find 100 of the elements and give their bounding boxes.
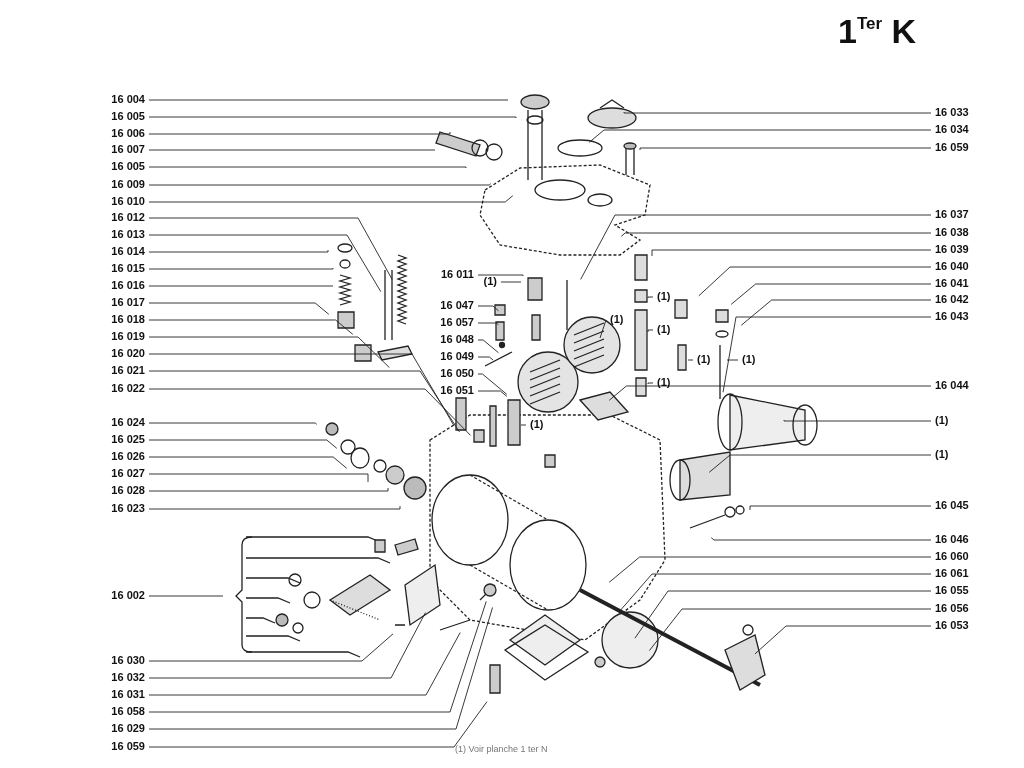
callout-number: 16 045: [935, 499, 969, 512]
callout-number: 16 043: [935, 310, 969, 323]
callout-number: 16 048: [440, 333, 474, 346]
leader-line: [148, 285, 334, 287]
leader-line: [148, 607, 493, 730]
leader-line: [148, 302, 330, 315]
leader-line: [148, 633, 394, 662]
callout-number: 16 041: [935, 277, 969, 290]
callout-number: 16 011: [440, 268, 474, 281]
leader-line: [148, 600, 487, 713]
leader-line: [148, 319, 354, 335]
callout-number: 16 042: [935, 293, 969, 306]
callout-number: 16 009: [111, 178, 145, 191]
leader-line: [148, 370, 460, 433]
page-title: 1$^{Ter}$ K: [838, 12, 917, 51]
callout-number: 16 017: [111, 296, 145, 309]
leader-line: [148, 131, 451, 135]
leader-line: [619, 573, 932, 612]
callout-number: 16 051: [440, 384, 474, 397]
leader-line: [608, 385, 932, 401]
leader-line: [148, 249, 329, 253]
callout-number: 16 060: [935, 550, 969, 563]
leader-line: [148, 456, 348, 469]
leader-line: [477, 390, 508, 397]
leader-line: [148, 595, 224, 597]
leader-line: [710, 537, 932, 541]
callout-number: 16 049: [440, 350, 474, 363]
leader-line: [148, 234, 382, 293]
leader-line: [730, 283, 932, 305]
leader-line: [148, 422, 318, 425]
callout-number: 16 058: [111, 705, 145, 718]
leader-line: [623, 111, 932, 114]
footnote: (1) Voir planche 1 ter N: [455, 744, 548, 754]
callout-number: 16 022: [111, 382, 145, 395]
leader-line: [148, 701, 488, 748]
callout-number: 16 027: [111, 467, 145, 480]
callout-number: 16 047: [440, 299, 474, 312]
leader-line: [651, 249, 932, 257]
leader-line: [754, 625, 932, 655]
callout-number: 16 018: [111, 313, 145, 326]
callout-number: 16 005: [111, 110, 145, 123]
callout-number: 16 014: [111, 245, 145, 258]
leader-line: [477, 322, 499, 326]
callout-number: (1): [935, 414, 949, 427]
leader-line: [647, 382, 654, 385]
callout-number: 16 015: [111, 262, 145, 275]
callout-number: 16 034: [935, 123, 969, 136]
leader-line: [647, 296, 654, 299]
callout-number: 16 026: [111, 450, 145, 463]
callout-number: (1): [483, 275, 497, 288]
leader-line: [148, 166, 467, 169]
callout-number: 16 006: [111, 127, 145, 140]
callout-number: 16 039: [935, 243, 969, 256]
leader-line: [148, 116, 517, 119]
callout-number: (1): [657, 376, 671, 389]
callout-number: 16 059: [935, 141, 969, 154]
leader-line: [740, 299, 932, 326]
callout-number: 16 056: [935, 602, 969, 615]
callout-number: 16 004: [111, 93, 145, 106]
leader-line: [477, 305, 499, 312]
leader-line: [148, 612, 426, 679]
callout-number: 16 012: [111, 211, 145, 224]
callout-number: 16 050: [440, 367, 474, 380]
callout-number: 16 013: [111, 228, 145, 241]
callout-number: 16 038: [935, 226, 969, 239]
leader-line: [647, 329, 654, 333]
leader-line: [608, 556, 932, 583]
leader-line: [148, 632, 461, 696]
leader-line: [783, 419, 932, 422]
leader-line: [580, 214, 932, 280]
callout-number: 16 016: [111, 279, 145, 292]
callout-number: (1): [742, 353, 756, 366]
callout-number: 16 019: [111, 330, 145, 343]
callout-number: (1): [697, 353, 711, 366]
callout-number: 16 021: [111, 364, 145, 377]
callout-number: (1): [935, 448, 949, 461]
leader-line: [148, 267, 334, 270]
leader-line: [726, 359, 739, 361]
callout-number: 16 005: [111, 160, 145, 173]
callout-number: 16 057: [440, 316, 474, 329]
leader-line: [148, 149, 436, 151]
callout-number: (1): [657, 290, 671, 303]
callout-number: 16 046: [935, 533, 969, 546]
callout-number: 16 024: [111, 416, 145, 429]
leader-line: [599, 319, 607, 339]
leader-line: [148, 353, 455, 427]
leader-line: [148, 183, 492, 186]
callout-number: 16 044: [935, 379, 969, 392]
leader-line: [148, 217, 393, 280]
leader-line: [477, 274, 524, 277]
leader-line: [477, 373, 508, 395]
leader-line: [648, 608, 932, 651]
callout-number: 16 028: [111, 484, 145, 497]
leader-line: [148, 336, 390, 369]
leader-line: [148, 487, 389, 492]
callout-number: 16 023: [111, 502, 145, 515]
leader-line: [749, 505, 932, 511]
leader-line: [148, 195, 514, 203]
callout-number: (1): [610, 313, 624, 326]
leader-line: [722, 316, 932, 393]
